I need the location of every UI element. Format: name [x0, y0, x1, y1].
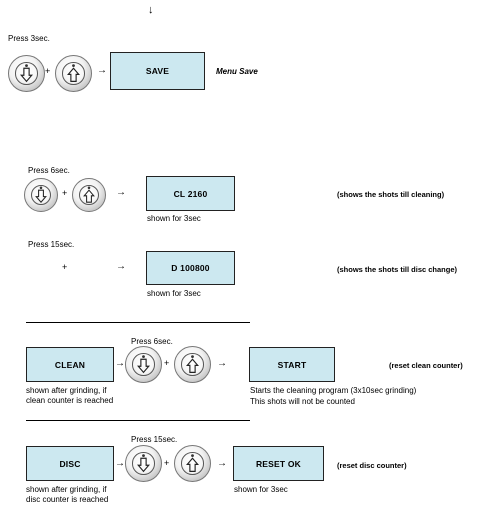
- clean-desc-line2: clean counter is reached: [26, 396, 114, 405]
- plus-sign: +: [45, 66, 51, 76]
- up-button[interactable]: [72, 178, 106, 212]
- plus-sign: +: [62, 188, 68, 198]
- down-button[interactable]: [125, 445, 162, 482]
- disc-display: DISC: [26, 446, 114, 481]
- start-display: START: [249, 347, 335, 382]
- right-arrow-icon: →: [217, 458, 227, 469]
- disc-press-label: Press 15sec.: [131, 435, 178, 444]
- shots-shown-for: shown for 3sec: [147, 214, 201, 223]
- clean-press-label: Press 6sec.: [131, 337, 173, 346]
- divider: [26, 420, 250, 421]
- right-arrow-icon: →: [115, 358, 125, 369]
- right-arrow-icon: →: [115, 458, 125, 469]
- disc-note: (reset disc counter): [337, 461, 407, 470]
- right-arrow-icon: →: [97, 65, 107, 76]
- clean-display: CLEAN: [26, 347, 114, 382]
- reset-shown-for: shown for 3sec: [234, 485, 288, 494]
- reset-ok-display: RESET OK: [233, 446, 324, 481]
- disc-shots-press-label: Press 15sec.: [28, 240, 75, 249]
- menu-save-caption: Menu Save: [216, 67, 258, 76]
- save-display: SAVE: [110, 52, 205, 90]
- right-arrow-icon: →: [116, 187, 126, 198]
- right-arrow-icon: →: [217, 358, 227, 369]
- disc-shots-note: (shows the shots till disc change): [337, 265, 458, 274]
- clean-note: (reset clean counter): [389, 361, 463, 370]
- plus-sign: +: [164, 358, 170, 368]
- shots-note: (shows the shots till cleaning): [337, 190, 445, 199]
- down-button[interactable]: [24, 178, 58, 212]
- divider: [26, 322, 250, 323]
- save-press-label: Press 3sec.: [8, 34, 50, 43]
- start-desc-line1: Starts the cleaning program (3x10sec gri…: [250, 386, 417, 395]
- disc-desc-line1: shown after grinding, if: [26, 485, 107, 494]
- plus-sign: +: [164, 458, 170, 468]
- up-button[interactable]: [55, 55, 92, 92]
- disc-desc-line2: disc counter is reached: [26, 495, 109, 504]
- up-button[interactable]: [174, 445, 211, 482]
- right-arrow-icon: →: [116, 261, 126, 272]
- start-desc-line2: This shots will not be counted: [250, 397, 355, 406]
- up-button[interactable]: [174, 346, 211, 383]
- shots-press-label: Press 6sec.: [28, 166, 70, 175]
- shots-display: CL 2160: [146, 176, 235, 211]
- down-arrow-icon: ↓: [148, 4, 154, 16]
- clean-desc-line1: shown after grinding, if: [26, 386, 107, 395]
- plus-sign: +: [62, 262, 68, 272]
- disc-shots-display: D 100800: [146, 251, 235, 285]
- disc-shots-shown-for: shown for 3sec: [147, 289, 201, 298]
- down-button[interactable]: [125, 346, 162, 383]
- down-button[interactable]: [8, 55, 45, 92]
